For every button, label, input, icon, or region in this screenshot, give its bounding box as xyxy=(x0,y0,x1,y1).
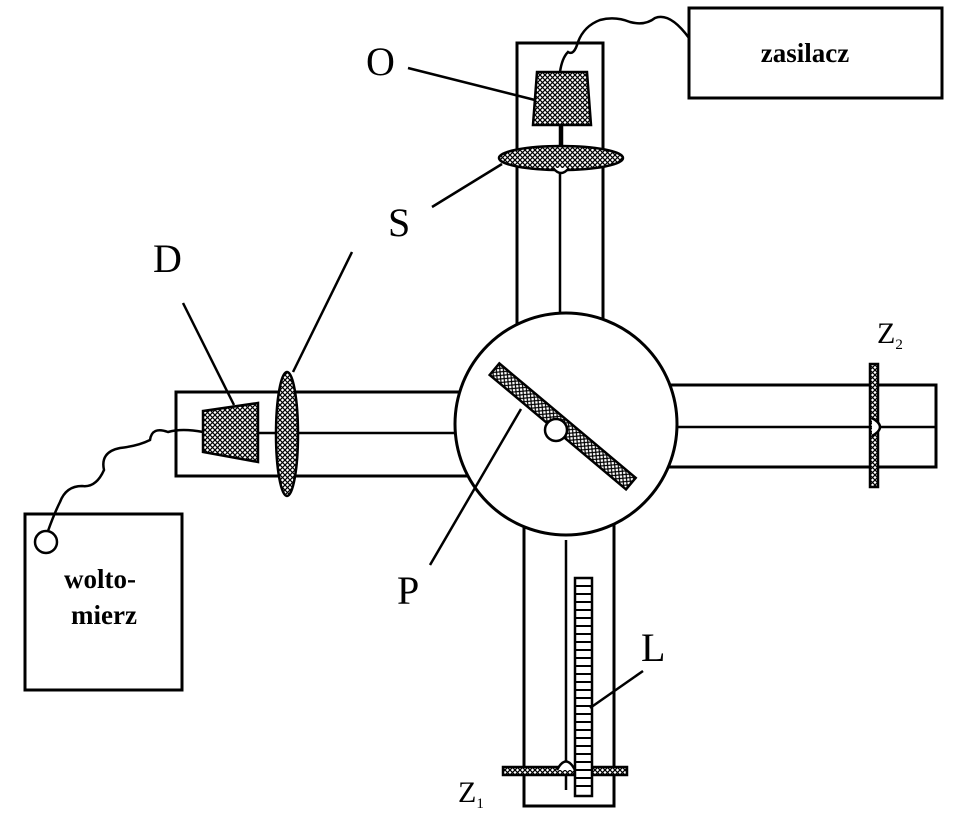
leader-L xyxy=(589,669,644,710)
detector xyxy=(201,401,260,464)
voltmeter-label-line1: wolto- xyxy=(64,564,136,594)
label-Z2: Z2 xyxy=(877,317,903,353)
power-supply-label: zasilacz xyxy=(761,38,849,68)
label-D: D xyxy=(153,236,182,281)
mirror-z2-mount xyxy=(871,416,882,438)
voltmeter-wire xyxy=(46,428,204,532)
power-supply-box xyxy=(687,6,944,100)
label-Z1-sub: 1 xyxy=(476,796,484,812)
label-O: O xyxy=(366,39,395,84)
lens-top-mount xyxy=(552,167,570,175)
plate-pivot xyxy=(543,417,569,443)
vertical-rail-bottom xyxy=(522,518,616,808)
label-S: S xyxy=(388,200,410,245)
label-Z2-main: Z xyxy=(877,317,895,350)
label-Z2-sub: 2 xyxy=(895,337,903,353)
label-P: P xyxy=(397,568,419,613)
leader-O xyxy=(407,66,536,102)
label-Z1: Z1 xyxy=(458,776,484,812)
lens-top xyxy=(497,144,625,172)
mirror-z1-mount xyxy=(555,760,577,771)
label-Z1-main: Z xyxy=(458,776,476,809)
label-L: L xyxy=(641,625,665,670)
power-wire xyxy=(558,15,691,73)
leader-S-top xyxy=(431,162,503,209)
voltmeter-label-line2: mierz xyxy=(71,600,137,630)
micrometer-scale xyxy=(573,576,594,798)
lens-left xyxy=(274,370,300,498)
leader-P xyxy=(428,408,523,566)
leader-S-left xyxy=(291,251,354,373)
leader-D xyxy=(181,302,236,406)
voltmeter-terminal xyxy=(33,529,59,555)
light-source xyxy=(531,70,593,127)
